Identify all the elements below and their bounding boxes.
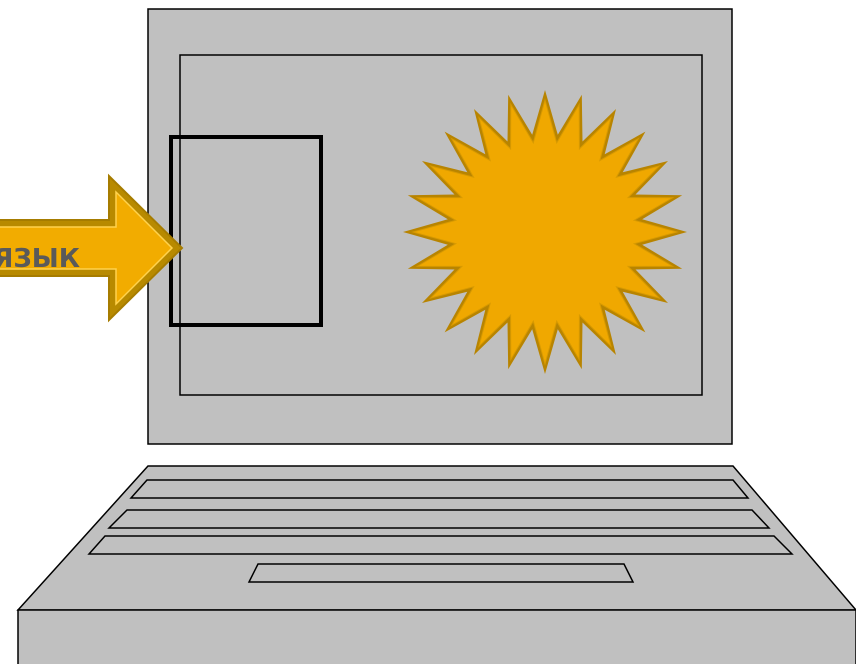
sun-starburst-fill <box>413 100 677 364</box>
laptop-keyboard-deck <box>18 466 856 610</box>
callout-label: ЯЗЫК <box>0 244 80 274</box>
sun-starburst-icon <box>403 90 687 374</box>
laptop-base-front <box>18 610 856 664</box>
